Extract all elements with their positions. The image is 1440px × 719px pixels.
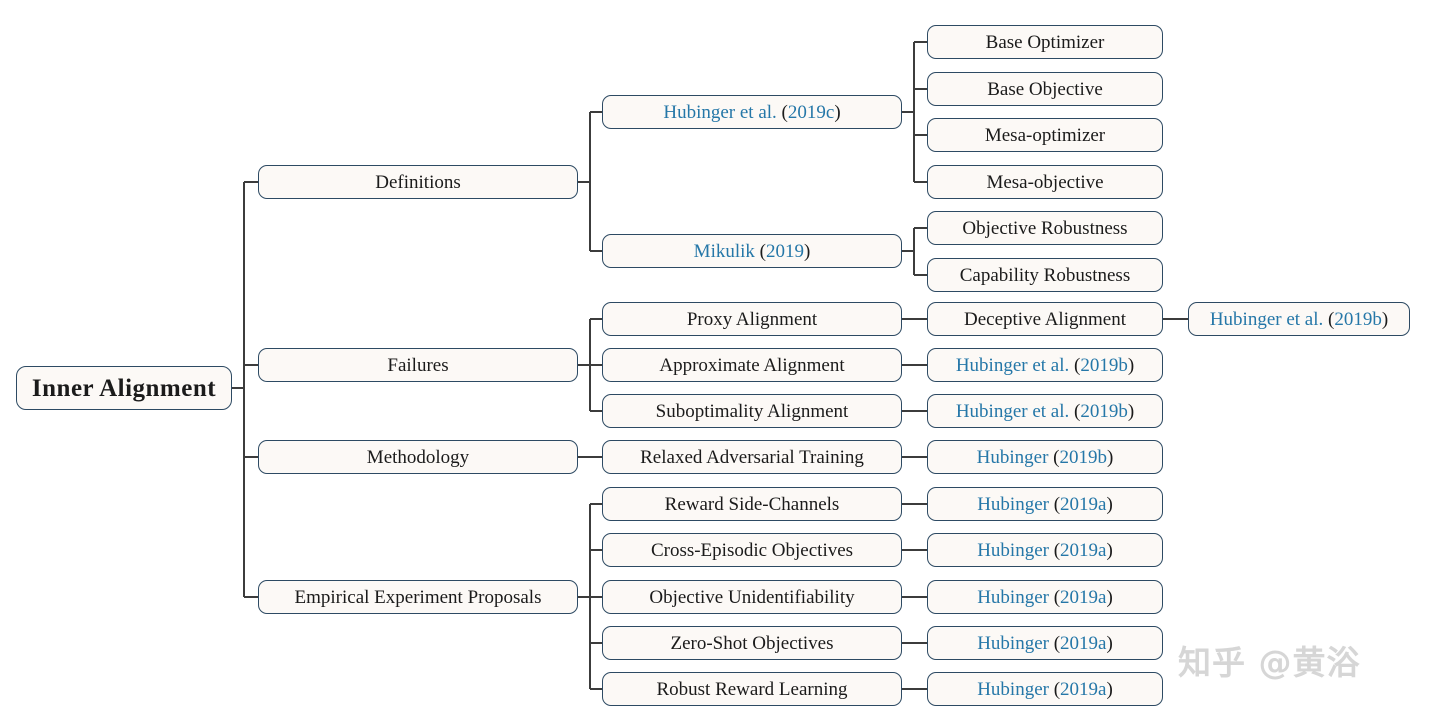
node-cross-episodic-objectives: Cross-Episodic Objectives — [602, 533, 902, 567]
connector-empirical-rows — [902, 503, 927, 690]
node-label: Base Optimizer — [985, 31, 1105, 53]
node-label: Proxy Alignment — [686, 308, 818, 330]
zhihu-watermark: 知乎 @黄浴 — [1178, 643, 1361, 682]
connector-definitions — [578, 111, 602, 252]
cite-hubinger-et-al-2019b-suboptimality[interactable]: Hubinger et al. (2019b) — [927, 394, 1163, 428]
cite-hubinger-2019a-zero-shot[interactable]: Hubinger (2019a) — [927, 626, 1163, 660]
connector-mikulik-2019 — [902, 227, 927, 276]
node-label: Approximate Alignment — [659, 354, 845, 376]
citation-link[interactable]: Hubinger (2019a) — [977, 586, 1113, 608]
node-approximate-alignment: Approximate Alignment — [602, 348, 902, 382]
node-zero-shot-objectives: Zero-Shot Objectives — [602, 626, 902, 660]
node-reward-side-channels: Reward Side-Channels — [602, 487, 902, 521]
node-inner-alignment: Inner Alignment — [16, 366, 232, 410]
cite-hubinger-2019a-reward-side-channels[interactable]: Hubinger (2019a) — [927, 487, 1163, 521]
node-label: Failures — [387, 354, 449, 376]
node-label: Objective Unidentifiability — [649, 586, 855, 608]
node-definitions: Definitions — [258, 165, 578, 199]
node-mesa-objective: Mesa-objective — [927, 165, 1163, 199]
node-label: Zero-Shot Objectives — [670, 632, 834, 654]
node-deceptive-alignment: Deceptive Alignment — [927, 302, 1163, 336]
citation-link[interactable]: Hubinger et al. (2019c) — [663, 101, 841, 123]
connector-root — [232, 181, 258, 598]
cite-hubinger-2019a-robust-reward[interactable]: Hubinger (2019a) — [927, 672, 1163, 706]
connector-hubinger-2019c — [902, 41, 927, 183]
node-failures: Failures — [258, 348, 578, 382]
node-suboptimality-alignment: Suboptimality Alignment — [602, 394, 902, 428]
connector-failure-rows — [902, 318, 1188, 412]
citation-link[interactable]: Hubinger et al. (2019b) — [1209, 308, 1389, 330]
cite-hubinger-et-al-2019c[interactable]: Hubinger et al. (2019c) — [602, 95, 902, 129]
node-label: Mesa-objective — [986, 171, 1104, 193]
node-empirical-experiment-proposals: Empirical Experiment Proposals — [258, 580, 578, 614]
citation-link[interactable]: Hubinger et al. (2019b) — [955, 400, 1135, 422]
node-label: Objective Robustness — [962, 217, 1128, 239]
citation-link[interactable]: Hubinger (2019a) — [977, 632, 1113, 654]
node-label: Deceptive Alignment — [964, 308, 1126, 330]
node-label: Capability Robustness — [959, 264, 1131, 286]
node-label: Inner Alignment — [31, 374, 217, 402]
citation-link[interactable]: Hubinger (2019a) — [977, 493, 1113, 515]
citation-link[interactable]: Hubinger et al. (2019b) — [955, 354, 1135, 376]
node-label: Empirical Experiment Proposals — [294, 586, 542, 608]
node-label: Robust Reward Learning — [656, 678, 848, 700]
cite-hubinger-et-al-2019b-deceptive[interactable]: Hubinger et al. (2019b) — [1188, 302, 1410, 336]
node-methodology: Methodology — [258, 440, 578, 474]
node-label: Mesa-optimizer — [984, 124, 1106, 146]
citation-link[interactable]: Hubinger (2019b) — [976, 446, 1114, 468]
cite-hubinger-2019a-cross-episodic[interactable]: Hubinger (2019a) — [927, 533, 1163, 567]
connector-empirical — [578, 503, 602, 690]
node-proxy-alignment: Proxy Alignment — [602, 302, 902, 336]
node-capability-robustness: Capability Robustness — [927, 258, 1163, 292]
cite-hubinger-2019a-objective-unidentifiability[interactable]: Hubinger (2019a) — [927, 580, 1163, 614]
node-label: Definitions — [375, 171, 461, 193]
node-label: Base Objective — [987, 78, 1103, 100]
cite-hubinger-et-al-2019b-approximate[interactable]: Hubinger et al. (2019b) — [927, 348, 1163, 382]
cite-hubinger-2019b[interactable]: Hubinger (2019b) — [927, 440, 1163, 474]
node-objective-robustness: Objective Robustness — [927, 211, 1163, 245]
node-mesa-optimizer: Mesa-optimizer — [927, 118, 1163, 152]
node-objective-unidentifiability: Objective Unidentifiability — [602, 580, 902, 614]
citation-link[interactable]: Mikulik (2019) — [693, 240, 811, 262]
citation-link[interactable]: Hubinger (2019a) — [977, 539, 1113, 561]
node-robust-reward-learning: Robust Reward Learning — [602, 672, 902, 706]
cite-mikulik-2019[interactable]: Mikulik (2019) — [602, 234, 902, 268]
node-label: Reward Side-Channels — [664, 493, 840, 515]
node-base-objective: Base Objective — [927, 72, 1163, 106]
node-label: Suboptimality Alignment — [655, 400, 849, 422]
node-relaxed-adversarial-training: Relaxed Adversarial Training — [602, 440, 902, 474]
node-base-optimizer: Base Optimizer — [927, 25, 1163, 59]
citation-link[interactable]: Hubinger (2019a) — [977, 678, 1113, 700]
connector-failures — [578, 318, 602, 412]
node-label: Relaxed Adversarial Training — [640, 446, 864, 468]
node-label: Cross-Episodic Objectives — [650, 539, 854, 561]
node-label: Methodology — [366, 446, 470, 468]
